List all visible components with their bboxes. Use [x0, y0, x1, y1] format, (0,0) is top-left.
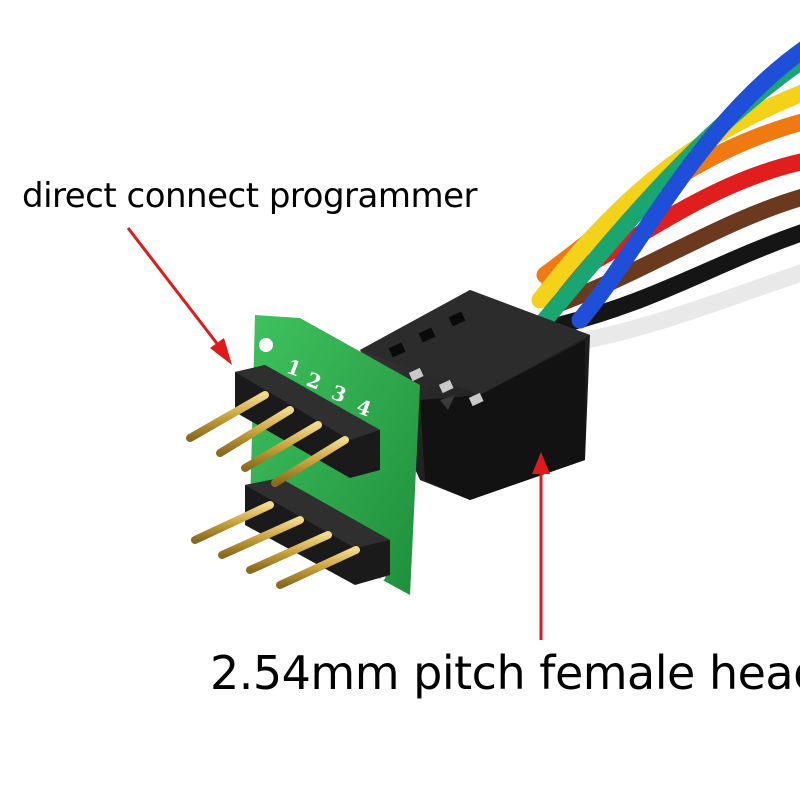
- male-header-lower: [245, 478, 390, 585]
- female-head-label: 2.54mm pitch female head: [210, 646, 800, 700]
- wire-blue: [571, 41, 800, 329]
- wire-yellow: [531, 84, 800, 309]
- wire-brown: [546, 189, 800, 314]
- arrow-to-programmer: [126, 227, 232, 365]
- wire-white: [551, 264, 800, 354]
- wire-bundle: [531, 41, 800, 354]
- arrow-to-female-head: [532, 452, 550, 640]
- male-header-upper: [235, 365, 380, 478]
- header-pins: [186, 391, 360, 589]
- programmer-label: direct connect programmer: [22, 176, 478, 216]
- wire-black: [551, 224, 800, 334]
